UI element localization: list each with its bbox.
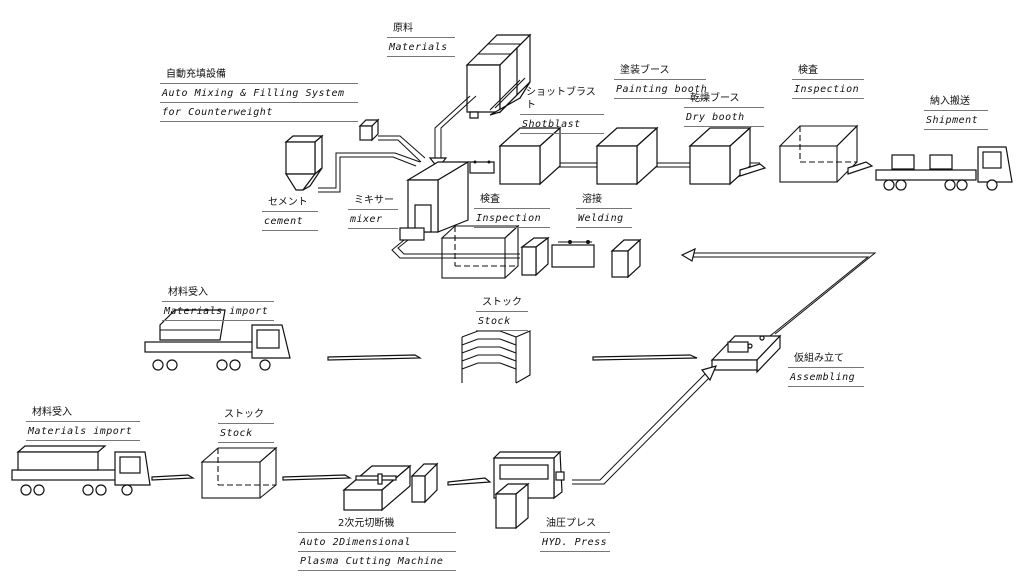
inspection-box-mid: [440, 224, 520, 279]
label-auto-mixing: 自動充填設備 Auto Mixing & Filling System for …: [160, 68, 358, 122]
label-inspection-top: 検査 Inspection: [792, 64, 864, 99]
label-painting-booth: 塗装ブース Painting booth: [614, 64, 707, 99]
return-arrow: [680, 247, 877, 337]
shipment-truck: [875, 146, 1013, 191]
label-inspection-mid: 検査 Inspection: [474, 193, 550, 228]
hydraulic-press: [492, 450, 565, 530]
label-stock-2: ストック Stock: [218, 408, 274, 443]
label-plasma-cutting: 2次元切断機 Auto 2Dimensional Plasma Cutting …: [298, 517, 456, 571]
stock-stack: [461, 330, 531, 384]
plasma-cutting-machine: [342, 462, 439, 512]
label-assembling: 仮組み立て Assembling: [788, 352, 864, 387]
label-materials-import-1: 材料受入 Materials import: [162, 286, 274, 321]
label-materials-import-2: 材料受入 Materials import: [26, 406, 140, 441]
flow-arrow: [447, 477, 492, 486]
inspection-box-top: [778, 124, 874, 183]
mixer-unit: [391, 160, 520, 259]
label-stock-1: ストック Stock: [476, 296, 528, 331]
materials-import-truck-2: [11, 445, 151, 496]
label-hyd-press: 油圧プレス HYD. Press: [540, 517, 610, 552]
materials-hopper: [465, 33, 532, 119]
booth-line: [498, 126, 767, 186]
label-welding: 溶接 Welding: [576, 193, 632, 228]
welding-station: [520, 236, 642, 279]
label-cement: セメント cement: [262, 196, 318, 231]
label-materials-top: 原料 Materials: [387, 22, 455, 57]
label-shotblast: ショットブラスト Shotblast: [520, 86, 604, 134]
cement-silo: [284, 134, 421, 193]
flow-arrow: [592, 354, 698, 361]
press-to-assembling-arrow: [572, 365, 718, 485]
assembling-jig: [710, 334, 782, 374]
materials-import-truck-1: [144, 309, 291, 371]
additive-box: [358, 118, 426, 163]
label-mixer: ミキサー mixer: [348, 194, 398, 229]
flow-arrow: [151, 474, 196, 481]
stock-box-2: [200, 446, 278, 499]
flow-arrow: [327, 354, 423, 361]
flow-arrow: [282, 474, 353, 481]
label-shipment: 納入搬送 Shipment: [924, 95, 988, 130]
label-dry-booth: 乾燥ブース Dry booth: [684, 92, 764, 127]
